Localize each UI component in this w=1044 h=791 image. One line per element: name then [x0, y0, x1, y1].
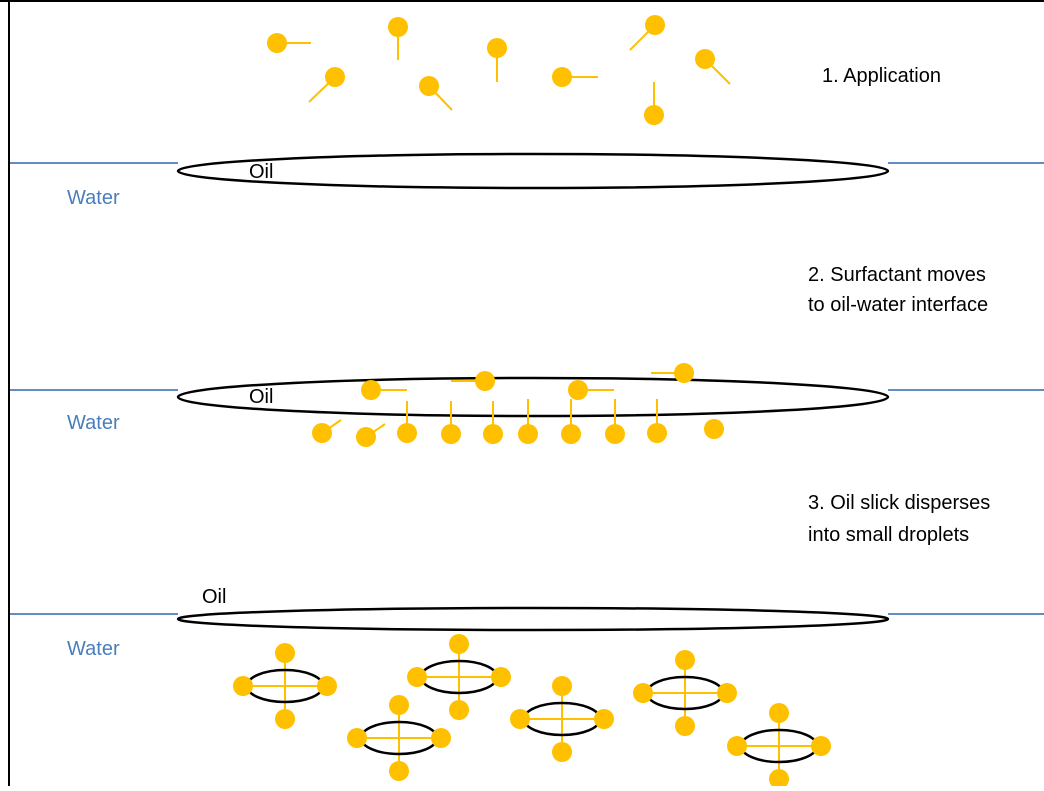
surfactant-molecule [629, 15, 665, 51]
surfactant-molecule [695, 49, 731, 85]
surfactant-molecule [483, 401, 503, 444]
surfactant-head [675, 716, 695, 736]
surfactant-head [361, 380, 381, 400]
surfactant-head [605, 424, 625, 444]
surfactant-head [594, 709, 614, 729]
surfactant-head [449, 634, 469, 654]
surfactant-head [275, 709, 295, 729]
surfactant-head [695, 49, 715, 69]
surfactant-head [388, 17, 408, 37]
oil-slick [176, 152, 890, 190]
surfactant-molecule [552, 67, 598, 87]
panel-interface: Oil Water 2. Surfactant moves to oil-wat… [10, 264, 1044, 447]
oil-slick [176, 376, 890, 418]
surfactant-head [647, 423, 667, 443]
surfactant-molecule [651, 363, 694, 383]
surfactant-head [561, 424, 581, 444]
surfactant-head [811, 736, 831, 756]
surfactant-molecule [267, 33, 311, 53]
surfactant-molecule [487, 38, 507, 82]
surfactant-head [674, 363, 694, 383]
surfactant-molecule [644, 82, 664, 125]
surfactant-molecule [388, 17, 408, 60]
surfactant-molecule [397, 401, 417, 443]
oil-droplet [233, 643, 337, 729]
surfactant-head [483, 424, 503, 444]
surfactant-molecule [568, 380, 614, 400]
oil-droplet [407, 634, 511, 720]
surfactant-head [552, 676, 572, 696]
surfactant-molecule [419, 76, 453, 111]
step-2-label-line-2: to oil-water interface [808, 294, 988, 316]
surfactant-head [449, 700, 469, 720]
surfactant-head [644, 105, 664, 125]
surfactant-head [633, 683, 653, 703]
surfactant-head [356, 427, 376, 447]
step-2-label-line-1: 2. Surfactant moves [808, 264, 986, 286]
panel-dispersion: Oil Water 3. Oil slick disperses into sm… [10, 492, 1044, 789]
surfactant-head [510, 709, 530, 729]
oil-droplet [347, 695, 451, 781]
surfactant-molecule [356, 423, 386, 447]
water-label: Water [67, 187, 120, 209]
panel-application: Oil Water 1. Application [10, 15, 1044, 209]
surfactant-molecule [308, 67, 345, 103]
surfactant-head [645, 15, 665, 35]
surfactant-head [568, 380, 588, 400]
surfactant-molecule [561, 399, 581, 444]
surfactant-head [267, 33, 287, 53]
surfactant-head [675, 650, 695, 670]
step-3-label-line-2: into small droplets [808, 524, 969, 546]
surfactant-head [419, 76, 439, 96]
thin-oil-slick [176, 606, 890, 632]
surfactant-head [441, 424, 461, 444]
surfactant-head [491, 667, 511, 687]
surfactant-head [389, 695, 409, 715]
surfactant-head [397, 423, 417, 443]
surfactant-head [704, 419, 724, 439]
surfactant-head [275, 643, 295, 663]
surfactant-head [317, 676, 337, 696]
surfactant-head [769, 703, 789, 723]
surfactant-head [325, 67, 345, 87]
surfactant-head [552, 67, 572, 87]
surfactant-head [407, 667, 427, 687]
surfactant-group-interface [312, 363, 724, 447]
surfactant-head [431, 728, 451, 748]
oil-droplet [633, 650, 737, 736]
surfactant-head [389, 761, 409, 781]
surfactant-head [769, 769, 789, 789]
surfactant-head [312, 423, 332, 443]
surfactant-head [475, 371, 495, 391]
dispersed-droplets [233, 634, 831, 789]
surfactant-molecule [451, 371, 495, 391]
water-label: Water [67, 638, 120, 660]
surfactant-head [727, 736, 747, 756]
water-label: Water [67, 412, 120, 434]
oil-label: Oil [249, 161, 273, 183]
step-3-label-line-1: 3. Oil slick disperses [808, 492, 990, 514]
oil-droplet [510, 676, 614, 762]
surfactant-molecule [361, 380, 407, 400]
oil-droplet [727, 703, 831, 789]
step-1-label: 1. Application [822, 65, 941, 87]
surfactant-head [518, 424, 538, 444]
surfactant-molecule [518, 399, 538, 444]
oil-label: Oil [249, 386, 273, 408]
surfactant-molecule [647, 399, 667, 443]
surfactant-head [717, 683, 737, 703]
surfactant-head [233, 676, 253, 696]
surfactant-group-airborne [267, 15, 731, 125]
surfactant-molecule [704, 419, 724, 439]
oil-label: Oil [202, 586, 226, 608]
surfactant-head [552, 742, 572, 762]
surfactant-head [347, 728, 367, 748]
surfactant-molecule [441, 401, 461, 444]
surfactant-molecule [312, 419, 342, 443]
surfactant-head [487, 38, 507, 58]
surfactant-molecule [605, 399, 625, 444]
